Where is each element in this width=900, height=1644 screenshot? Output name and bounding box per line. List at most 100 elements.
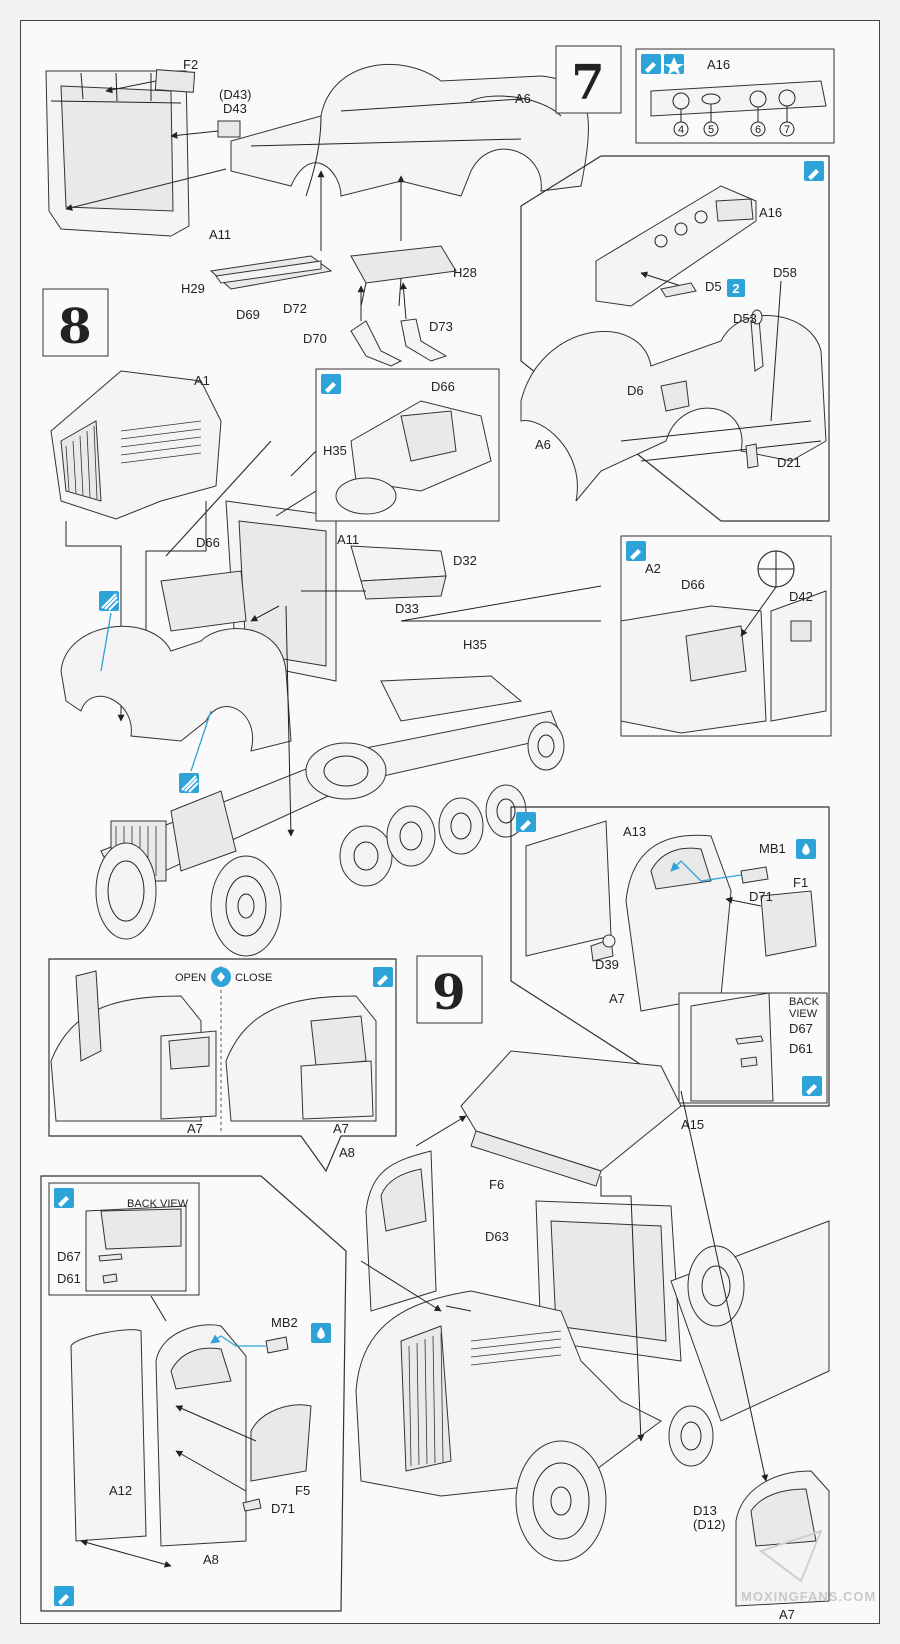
label-d71-left: D71 [271,1501,295,1516]
label-a16-gauges: A16 [707,57,730,72]
part-d71-left [242,1498,262,1512]
label-back-view-left: BACK VIEW [127,1198,189,1210]
label-d53: D53 [733,311,757,326]
label-a8-main: A8 [339,1145,355,1160]
label-a12: A12 [109,1483,132,1498]
part-a13-door-panel [525,820,612,957]
label-d61-left: D61 [57,1271,81,1286]
part-mb2-decal [265,1336,289,1354]
open-close-callout [48,958,397,1173]
part-d5 [660,282,697,298]
spare-wheel [305,742,387,800]
main-drive-sprocket [668,1405,714,1467]
label-d42: D42 [789,589,813,604]
label-d32: D32 [453,553,477,568]
label-d6: D6 [627,383,644,398]
part-d21 [745,443,759,469]
label-d73: D73 [429,319,453,334]
part-d61-left [102,1273,118,1284]
times-two-icon [727,279,745,297]
detail-wheel [335,477,397,515]
step-9-number: 9 [432,965,465,1021]
callout-label-5: 5 [708,124,714,136]
label-h29: H29 [181,281,205,296]
label-h35: H35 [463,637,487,652]
label-d72: D72 [283,301,307,316]
dashboard-gauge-strip [650,80,827,117]
front-wheel-left [95,842,157,940]
label-f6: F6 [489,1177,504,1192]
part-a1-hood-grille [50,370,222,520]
cab-door-closed-view [225,995,377,1122]
label-h35-detail: H35 [323,443,347,458]
part-a6-cab-floor [230,63,589,197]
label-d66-detail: D66 [431,379,455,394]
part-d73 [400,318,448,362]
part-a16-dashboard [595,185,757,307]
label-a7-closed: A7 [333,1121,349,1136]
label-d5: D5 [705,279,722,294]
assembly-diagram: 7 4 5 6 7 2 8 [40,45,875,1622]
part-d67-left [98,1253,123,1262]
label-a8-left: A8 [203,1552,219,1567]
label-d70: D70 [303,331,327,346]
main-front-wheel [515,1440,607,1562]
label-a6-detail: A6 [535,437,551,452]
label-a6-top: A6 [515,91,531,106]
label-a11-top: A11 [209,227,231,242]
back-view-door [690,992,774,1102]
step-8-number: 8 [58,299,91,355]
label-a11: A11 [337,532,359,547]
part-d58-rod [770,280,782,422]
label-a2: A2 [645,561,661,576]
label-a13: A13 [623,824,646,839]
label-a16: A16 [759,205,782,220]
label-f5: F5 [295,1483,310,1498]
door-a7-main [735,1470,830,1607]
label-a7-open: A7 [187,1121,203,1136]
cab-body-fenders [60,570,292,752]
label-f2: F2 [183,57,198,72]
label-h28: H28 [453,265,477,280]
part-h29-bracket [209,255,333,290]
label-d66: D66 [196,535,220,550]
callout-label-4: 4 [678,124,684,136]
label-d33: D33 [395,601,419,616]
label-d69: D69 [236,307,260,322]
left-door-detail-callout [40,1175,347,1612]
part-mb1-decal [740,866,769,884]
label-mb2: MB2 [271,1315,298,1330]
part-d66-rod [165,440,272,557]
label-d12-alt: (D12) [693,1517,726,1532]
label-d21: D21 [777,455,801,470]
part-a11-cab-back-panel [45,70,190,237]
label-d71: D71 [749,889,773,904]
instruction-sheet: 7 4 5 6 7 2 8 [20,20,880,1624]
roof-a15 [460,1050,682,1187]
part-h28-bracket [350,245,457,307]
label-a1: A1 [194,373,210,388]
label-a7-main: A7 [779,1607,795,1622]
label-d66-steering: D66 [681,577,705,592]
part-a12-door-panel [70,1329,147,1542]
label-open: OPEN [175,972,206,984]
main-spare-wheel [687,1245,745,1327]
label-d58: D58 [773,265,797,280]
front-wheel-right [210,855,282,957]
part-d70 [350,320,403,367]
step-9-box [416,955,483,1024]
step-7-box [555,45,622,114]
door-a8-main [365,1150,437,1312]
label-d39: D39 [595,957,619,972]
label-d63: D63 [485,1229,509,1244]
label-d67-left: D67 [57,1249,81,1264]
label-back-view-line2: VIEW [789,1008,818,1020]
label-back-view-line1: BACK [789,996,820,1008]
callout-label-6: 6 [755,124,761,136]
part-d61 [740,1056,758,1068]
cab-door-open-view [50,970,217,1122]
step-7-number: 7 [571,55,604,111]
label-d67-back: D67 [789,1021,813,1036]
truck-body-main [355,1200,830,1497]
label-d43-alt: (D43) [219,87,252,102]
